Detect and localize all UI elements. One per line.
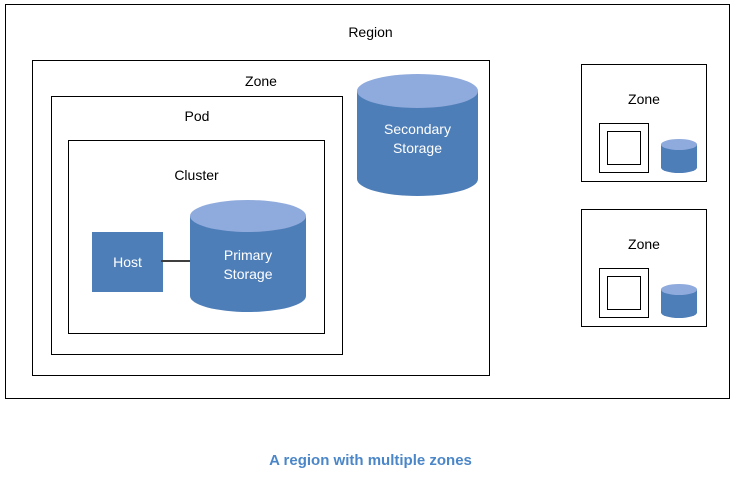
mini-zone-cluster-square <box>607 131 641 165</box>
host-to-primary-storage-connector <box>161 260 194 262</box>
cluster-box <box>68 140 325 334</box>
region-box <box>5 4 730 399</box>
pod-label: Pod <box>184 108 210 124</box>
cluster-label: Cluster <box>174 167 219 183</box>
mini-zone-pod-square <box>599 268 649 318</box>
mini-zone-label: Zone <box>628 236 660 252</box>
primary-storage-cylinder <box>190 200 306 312</box>
cylinder-top-shape <box>661 139 697 150</box>
pod-box <box>51 96 343 355</box>
mini-zone-storage-cylinder <box>661 284 697 318</box>
host-node: Host <box>92 232 163 292</box>
mini-zone-cluster-square <box>607 276 641 310</box>
region-label: Region <box>348 24 393 40</box>
host-label: Host <box>113 253 142 270</box>
mini-zone-storage-cylinder <box>661 139 697 173</box>
cylinder-top-shape <box>661 284 697 295</box>
primary-storage-label: Primary Storage <box>223 247 273 282</box>
cylinder-top-shape <box>357 74 478 108</box>
mini-zone-label: Zone <box>628 91 660 107</box>
zone-label: Zone <box>245 73 277 89</box>
mini-zone-pod-square <box>599 123 649 173</box>
mini-zone-box: Zone <box>581 64 707 182</box>
cylinder-top-shape <box>190 200 306 232</box>
mini-zone-box: Zone <box>581 209 707 327</box>
diagram-caption: A region with multiple zones <box>269 452 472 469</box>
zone-box <box>32 60 490 376</box>
secondary-storage-cylinder <box>357 74 478 196</box>
secondary-storage-label: Secondary Storage <box>384 121 451 156</box>
